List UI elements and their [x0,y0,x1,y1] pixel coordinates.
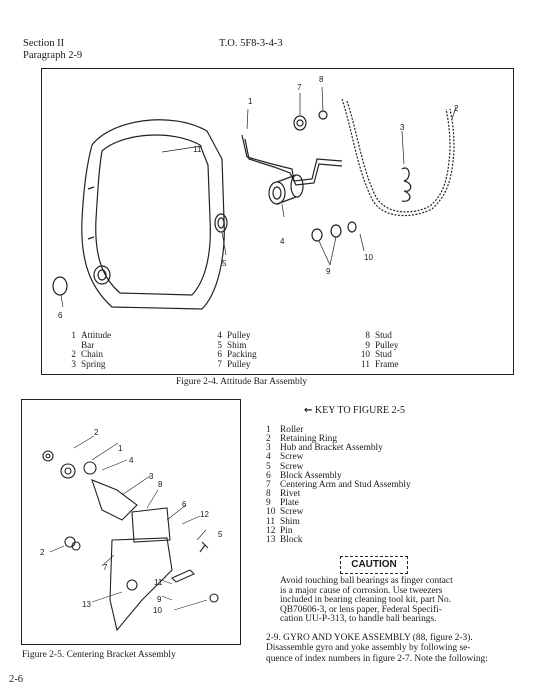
callout-2: 2 [454,104,459,113]
figure-2-4-caption: Figure 2-4. Attitude Bar Assembly [176,377,308,387]
fig25-callout-6: 6 [182,500,187,509]
figure-2-5-frame: 2 1 4 3 8 6 12 5 2 7 11 9 10 13 [21,399,241,645]
key-title: KEY TO FIGURE 2-5 [314,405,405,416]
callout-10: 10 [364,253,373,262]
attitude-bar-part [241,134,343,182]
callout-8: 8 [319,75,324,84]
callout-7: 7 [297,83,302,92]
callout-9: 9 [326,267,331,276]
fig25-callout-8: 8 [158,480,163,489]
callout-1: 1 [248,97,253,106]
fig25-callout-5: 5 [218,530,223,539]
fig25-callout-3: 3 [149,472,154,481]
fig25-callout-12: 12 [200,510,209,519]
figure-2-5-caption: Figure 2-5. Centering Bracket Assembly [22,650,176,660]
caution-text: Avoid touching ball bearings as finger c… [280,576,453,625]
paragraph-label: Paragraph 2-9 [23,50,83,61]
fig25-callout-10: 10 [153,606,162,615]
arrow-left-icon: ← [304,405,313,416]
frame-part [81,119,225,310]
attitude-bar-drawing [52,86,457,310]
key-title-row: ← KEY TO FIGURE 2-5 [304,405,405,416]
callout-4: 4 [280,237,285,246]
fig25-callout-1: 1 [118,444,123,453]
fig25-callout-9: 9 [157,595,162,604]
centering-bracket-drawing [42,435,219,632]
section-label: Section II [23,38,65,49]
callout-3: 3 [400,123,405,132]
fig25-callout-7: 7 [103,563,108,572]
callout-11: 11 [193,145,202,154]
block-assembly-part [131,507,171,543]
chain-part [341,98,455,217]
page-number: 2-6 [9,674,23,685]
paragraph-2-9: 2-9. GYRO AND YOKE ASSEMBLY (88, figure … [266,633,488,664]
fig25-callout-2-top: 2 [94,428,99,437]
callout-5: 5 [222,259,227,268]
fig25-callout-2-left: 2 [40,548,45,557]
callout-6: 6 [58,311,63,320]
fig25-callout-11: 11 [154,578,163,587]
fig25-callout-13: 13 [82,600,91,609]
fig25-callout-4: 4 [129,456,134,465]
caution-badge: CAUTION [340,556,408,574]
doc-number: T.O. 5F8-3-4-3 [219,38,283,49]
